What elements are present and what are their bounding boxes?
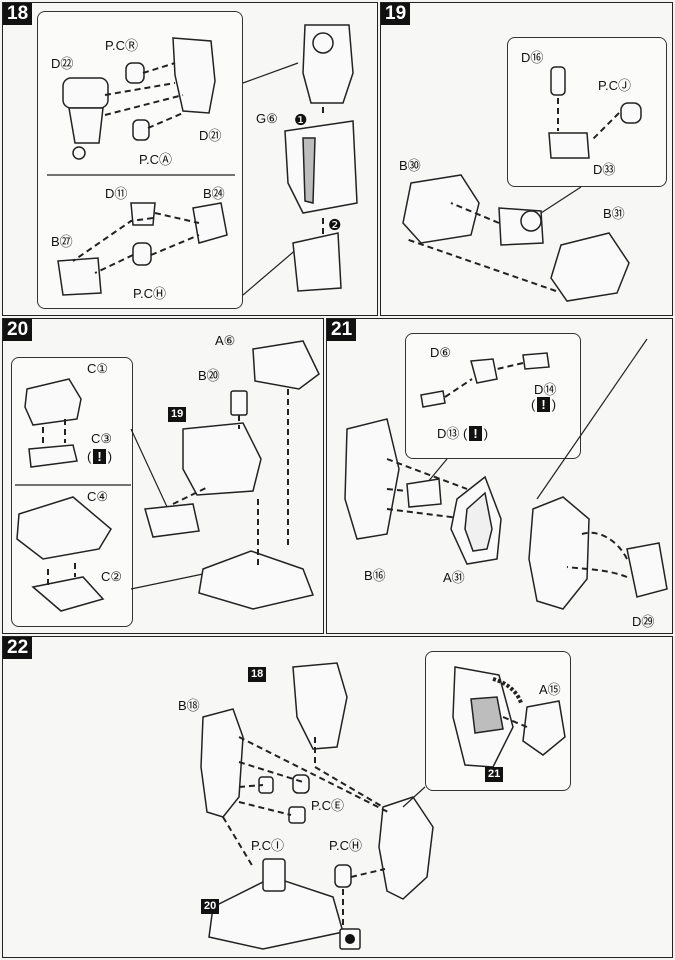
- label-b16: B⑯: [364, 568, 386, 583]
- ref-step-20-badge: 20: [201, 899, 220, 914]
- label-a31: A㉛: [443, 570, 465, 585]
- step-18-panel: 18: [2, 2, 378, 316]
- label-pcr: P.CⓇ: [105, 38, 138, 53]
- step-19-panel: 19 D⑯ P.CⒿ D㉝ B㉚ B㉛: [380, 2, 673, 316]
- step-number: 19: [381, 3, 411, 25]
- label-b18: B⑱: [178, 698, 200, 713]
- step-22-panel: 22 18 B⑱: [2, 636, 673, 958]
- label-d33: D㉝: [593, 162, 616, 177]
- label-arrow1: ❶: [294, 112, 308, 129]
- label-arrow2: ❷: [328, 217, 342, 234]
- label-d13: D⑬ (!): [437, 426, 489, 441]
- label-d22: D㉒: [51, 56, 74, 71]
- step-21-panel: 21 D⑥ D⑭ (!) D⑬ (!) B⑯ A㉛ D㉙: [326, 318, 673, 634]
- label-a15: A⑮: [539, 682, 561, 697]
- step-number: 22: [3, 637, 33, 659]
- label-d21: D㉑: [199, 128, 222, 143]
- label-pca: P.CⒶ: [139, 152, 172, 167]
- step-number: 21: [327, 319, 357, 341]
- step-number: 20: [3, 319, 33, 341]
- label-pch: P.CⒽ: [133, 286, 166, 301]
- label-b20: B⑳: [198, 368, 220, 383]
- label-warn-c3: (!): [87, 449, 113, 464]
- label-pci: P.CⒾ: [251, 838, 284, 853]
- label-a6: A⑥: [215, 333, 236, 348]
- label-d14: D⑭: [534, 382, 557, 397]
- label-warn-d14: (!): [531, 397, 557, 412]
- label-d11: D⑪: [105, 186, 128, 201]
- label-b30: B㉚: [399, 158, 421, 173]
- warning-icon: !: [93, 449, 106, 464]
- label-d6: D⑥: [430, 345, 452, 360]
- ref-step-18-badge: 18: [248, 667, 267, 682]
- label-pch: P.CⒽ: [329, 838, 362, 853]
- label-b31: B㉛: [603, 206, 625, 221]
- label-d16: D⑯: [521, 50, 544, 65]
- label-b27: B㉗: [51, 234, 73, 249]
- label-pce: P.CⒺ: [311, 798, 344, 813]
- ref-step-19-badge: 19: [168, 407, 187, 422]
- label-d29: D㉙: [632, 614, 655, 629]
- step-20-illustration: [15, 340, 320, 612]
- label-c3: C③: [91, 431, 113, 446]
- label-c2: C②: [101, 569, 123, 584]
- step-18-illustration: [47, 24, 358, 296]
- step-number: 18: [3, 3, 33, 25]
- label-g6: G⑥: [256, 111, 278, 126]
- label-d13-text: D⑬: [437, 426, 460, 441]
- step-21-illustration: [344, 338, 668, 610]
- label-b24: B㉔: [203, 186, 225, 201]
- label-pcj: P.CⒿ: [598, 78, 631, 93]
- step-20-panel: 20 C① C③ (!) C④ C② A⑥ B⑳: [2, 318, 324, 634]
- step-19-illustration: [402, 66, 642, 302]
- warning-icon: !: [469, 426, 482, 441]
- warning-icon: !: [537, 397, 550, 412]
- label-c1: C①: [87, 361, 109, 376]
- ref-step-21-badge: 21: [485, 767, 504, 782]
- label-c4: C④: [87, 489, 109, 504]
- step-22-illustration: [200, 662, 566, 950]
